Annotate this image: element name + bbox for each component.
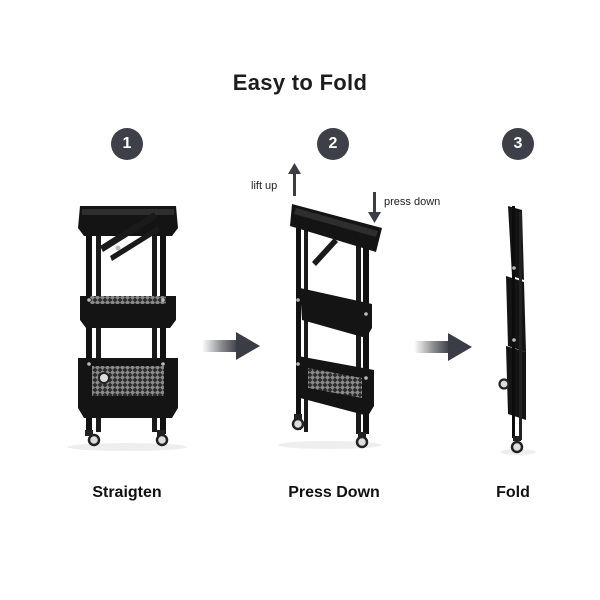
step-3-badge: 3	[502, 128, 534, 160]
step-2-badge: 2	[317, 128, 349, 160]
step-1-label: Straigten	[92, 484, 162, 501]
press-down-annotation: press down	[384, 196, 441, 208]
cart-folded-icon	[498, 206, 536, 455]
step-3-label: Fold	[496, 484, 530, 501]
step-2-label: Press Down	[288, 484, 380, 501]
right-arrow-icon	[414, 333, 472, 361]
lift-up-annotation: lift up	[251, 180, 278, 192]
page-title: Easy to Fold	[232, 70, 368, 95]
down-arrow-icon	[368, 192, 381, 223]
cart-pressed-icon	[278, 204, 382, 449]
step-1-badge: 1	[111, 128, 143, 160]
up-arrow-icon	[288, 163, 301, 196]
cart-unfolded-icon	[67, 206, 187, 451]
right-arrow-icon	[202, 332, 260, 360]
